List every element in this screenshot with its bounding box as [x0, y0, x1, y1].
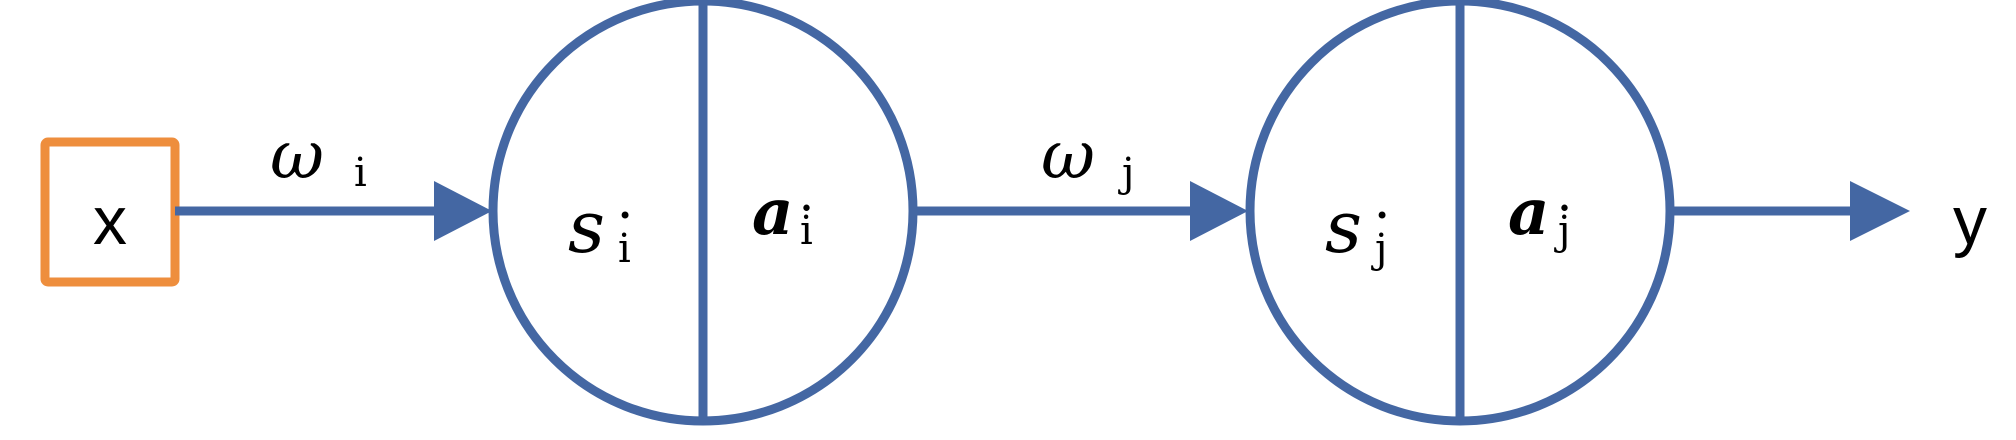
svg-text:j: j	[1554, 208, 1570, 254]
svg-text:•: •	[1375, 202, 1389, 230]
weight-label-i: ω i	[270, 117, 367, 196]
svg-text:i: i	[800, 208, 813, 254]
neuron-i-state-label: s • i	[568, 185, 632, 272]
svg-text:i: i	[354, 150, 367, 196]
arrowhead-1	[434, 181, 492, 241]
svg-text:s: s	[1325, 185, 1362, 269]
neuron-j: s • j a • j	[1245, 0, 1675, 426]
svg-text:j: j	[1118, 150, 1134, 196]
weight-label-j: ω j	[1041, 117, 1134, 196]
input-label: x	[93, 183, 127, 259]
svg-text:ω: ω	[1041, 117, 1095, 194]
svg-text:ω: ω	[270, 117, 324, 194]
svg-text:i: i	[618, 226, 631, 272]
neuron-j-activation-label: a • j	[1508, 175, 1571, 254]
svg-text:•: •	[800, 197, 813, 222]
svg-text:j: j	[1371, 226, 1387, 272]
neuron-i-activation-label: a • i	[752, 175, 813, 254]
arrowhead-3	[1850, 181, 1910, 241]
svg-text:•: •	[618, 202, 632, 230]
neuron-j-state-label: s • j	[1325, 185, 1389, 272]
svg-text:a: a	[1508, 175, 1549, 250]
arrowhead-2	[1190, 181, 1248, 241]
output-label: y	[1953, 183, 1987, 259]
neuron-i: s • i a • i	[488, 0, 918, 426]
svg-text:•: •	[1558, 197, 1571, 222]
svg-text:a: a	[752, 175, 793, 250]
svg-text:s: s	[568, 185, 605, 269]
